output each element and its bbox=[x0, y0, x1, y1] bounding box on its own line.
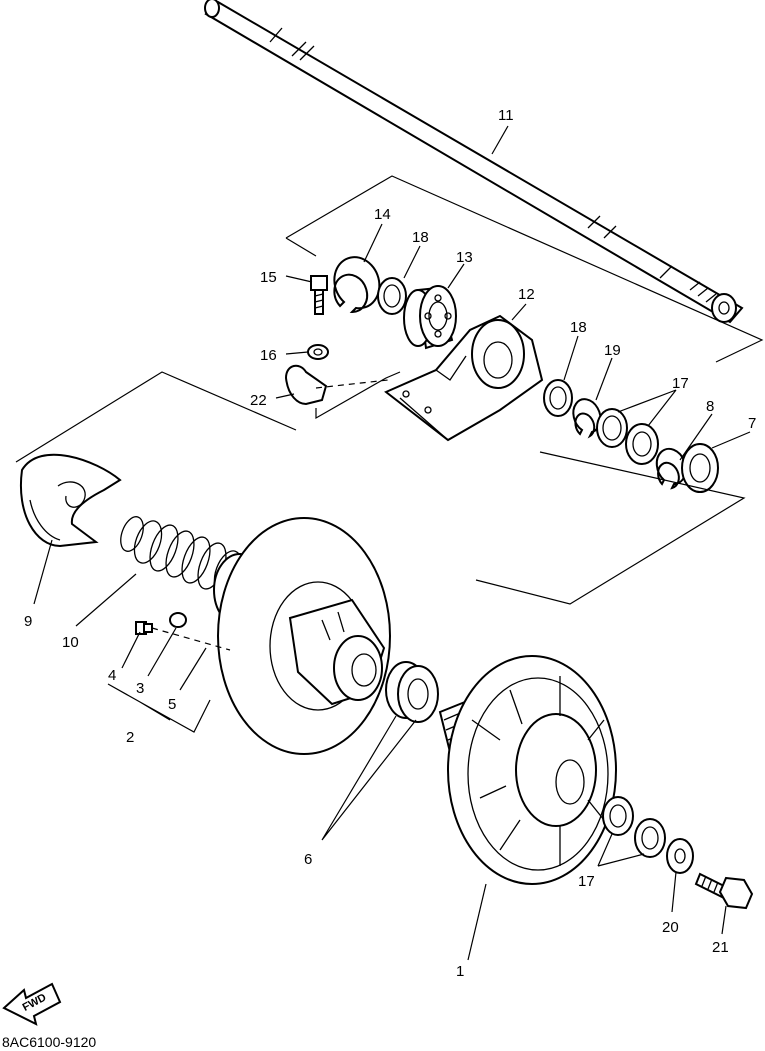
part-20-washer bbox=[666, 838, 694, 874]
part-3-slider bbox=[169, 612, 187, 628]
callout-10: 10 bbox=[62, 634, 79, 651]
callout-2: 2 bbox=[126, 729, 134, 746]
part-18-washer-upper bbox=[377, 277, 407, 315]
leader-lines bbox=[33, 125, 751, 961]
drawing-code: 8AC6100-9120 bbox=[2, 1034, 97, 1050]
callout-4: 4 bbox=[108, 667, 116, 684]
callout-8: 8 bbox=[706, 398, 714, 415]
part-1-fixed-sheave bbox=[438, 655, 617, 885]
callout-17-upper: 17 bbox=[672, 375, 689, 392]
callout-22: 22 bbox=[250, 392, 267, 409]
part-14-circlip bbox=[333, 256, 381, 314]
part-7-washer bbox=[681, 443, 719, 493]
part-8-circlip bbox=[655, 447, 687, 490]
callout-7: 7 bbox=[748, 415, 756, 432]
part-9-cam bbox=[19, 453, 122, 548]
part-17-shim-lower-a bbox=[602, 796, 634, 836]
part-13-bearing bbox=[403, 285, 457, 350]
callout-18-upper: 18 bbox=[412, 229, 429, 246]
part-17-shim-a bbox=[596, 408, 628, 448]
callout-14: 14 bbox=[374, 206, 391, 223]
part-18-washer-right bbox=[543, 379, 573, 417]
callout-5: 5 bbox=[168, 696, 176, 713]
callout-1: 1 bbox=[456, 963, 464, 980]
callout-20: 20 bbox=[662, 919, 679, 936]
callout-3: 3 bbox=[136, 680, 144, 697]
part-19-circlip bbox=[572, 398, 602, 439]
callout-15: 15 bbox=[260, 269, 277, 286]
sheave-group-box bbox=[15, 371, 746, 605]
callout-labels: 1 2 3 4 5 6 7 8 9 10 11 12 13 14 15 16 1… bbox=[24, 107, 756, 980]
callout-11: 11 bbox=[498, 107, 514, 124]
part-21-bolt bbox=[694, 872, 754, 910]
callout-16: 16 bbox=[260, 347, 277, 364]
part-4-screw bbox=[135, 621, 153, 635]
callout-21: 21 bbox=[712, 939, 729, 956]
bearing-group-box bbox=[285, 175, 764, 363]
part-6-bushing bbox=[385, 661, 439, 723]
callout-12: 12 bbox=[518, 286, 535, 303]
callout-17-lower: 17 bbox=[578, 873, 595, 890]
callout-13: 13 bbox=[456, 249, 473, 266]
callout-6: 6 bbox=[304, 851, 312, 868]
part-16-nut bbox=[307, 344, 329, 360]
part-11-shaft bbox=[204, 0, 744, 324]
part-17-shim-b bbox=[625, 423, 659, 465]
fwd-arrow-icon: FWD bbox=[2, 982, 62, 1026]
part-15-bolt bbox=[310, 275, 328, 315]
part-22-clamp bbox=[284, 364, 328, 406]
callout-19: 19 bbox=[604, 342, 621, 359]
callout-9: 9 bbox=[24, 613, 32, 630]
part-12-bearing-housing bbox=[384, 314, 544, 442]
callout-18-right: 18 bbox=[570, 319, 587, 336]
part-5-movable-sheave bbox=[213, 517, 391, 755]
part-17-shim-lower-b bbox=[634, 818, 666, 858]
